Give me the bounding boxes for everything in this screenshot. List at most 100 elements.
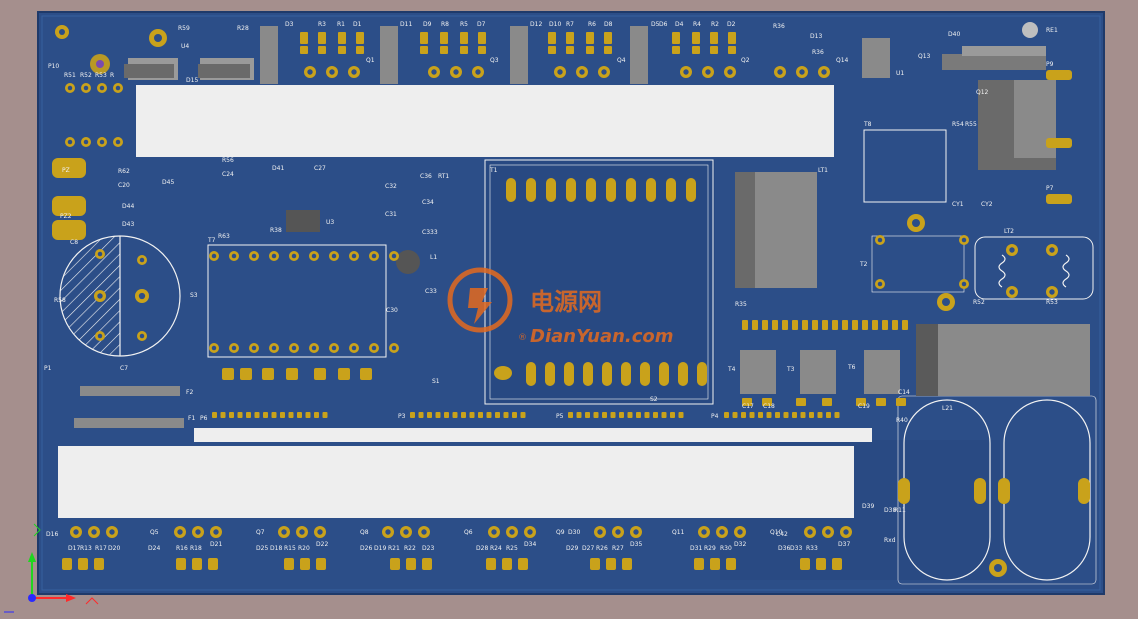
pad [783, 412, 789, 418]
label-c32: C32 [385, 183, 397, 190]
via-hole [431, 69, 437, 75]
pad [998, 478, 1010, 504]
pad [192, 558, 202, 570]
label-r33: R33 [806, 545, 818, 552]
via-hole [475, 69, 481, 75]
pad [503, 412, 509, 418]
raised-components [74, 26, 1090, 428]
via-hole [1049, 289, 1055, 295]
pad [882, 320, 888, 330]
label-q10: Q10 [770, 529, 783, 536]
pad [782, 320, 788, 330]
label-f1: F1 [188, 415, 195, 422]
pad [495, 412, 500, 418]
pad [338, 368, 350, 380]
via-hole [371, 345, 377, 351]
label-d28: D28 [476, 545, 488, 552]
label-d30: D30 [568, 529, 580, 536]
pad [590, 558, 600, 570]
via-hole [83, 85, 89, 91]
via-hole [213, 529, 219, 535]
pad [452, 412, 458, 418]
pad [586, 46, 594, 54]
pad [898, 478, 910, 504]
label-d22: D22 [316, 541, 328, 548]
pad [435, 412, 441, 418]
pad [338, 46, 346, 54]
label-r36: R36 [773, 23, 785, 30]
pad [626, 178, 636, 202]
label-r54: R54 [952, 121, 964, 128]
pad [876, 398, 886, 406]
label-d34: D34 [524, 541, 536, 548]
pad [502, 558, 512, 570]
via-hole [317, 529, 323, 535]
pad [593, 412, 599, 418]
board-cutouts [58, 85, 872, 518]
label-c7: C7 [120, 365, 128, 372]
pad [420, 46, 428, 54]
via-hole [291, 345, 297, 351]
pad [564, 362, 574, 386]
label-r62: R62 [118, 168, 130, 175]
label-cy1: CY1 [952, 201, 964, 208]
via-hole [633, 529, 639, 535]
label-r29: R29 [704, 545, 716, 552]
label-d2: D2 [727, 21, 736, 28]
label-r53a: R53 [95, 72, 107, 79]
label-q13: Q13 [918, 53, 931, 60]
via-hole [403, 529, 409, 535]
pad [872, 320, 878, 330]
pad [762, 398, 772, 406]
pad [678, 412, 684, 418]
pad [809, 412, 814, 418]
label-q1: Q1 [366, 57, 375, 64]
label-d12: D12 [530, 21, 542, 28]
transformer-t1 [484, 159, 714, 405]
label-r53b: R53 [1046, 299, 1058, 306]
via-hole [509, 529, 515, 535]
pad [566, 32, 574, 44]
watermark-cn: 电源网 [530, 288, 602, 316]
via-hole [701, 529, 707, 535]
watermark: 电源网 DianYuan.com ® [447, 267, 674, 347]
via-hole [271, 345, 277, 351]
pad [318, 46, 326, 54]
label-q5: Q5 [150, 529, 159, 536]
pad [526, 178, 536, 202]
via-hole [281, 529, 287, 535]
pad [606, 178, 616, 202]
label-d13: D13 [810, 33, 822, 40]
label-r25: R25 [506, 545, 518, 552]
via-hole [799, 69, 805, 75]
label-r17: R17 [95, 545, 107, 552]
pad [742, 320, 748, 330]
via-hole [97, 293, 103, 299]
label-r20: R20 [298, 545, 310, 552]
pad [686, 178, 696, 202]
pad [732, 412, 738, 418]
label-r59: R59 [178, 25, 190, 32]
label-q4: Q4 [617, 57, 626, 64]
via-hole [527, 529, 533, 535]
pad [548, 32, 556, 44]
pad [672, 46, 680, 54]
pad [659, 362, 669, 386]
label-d39: D39 [862, 503, 874, 510]
pad [752, 320, 758, 330]
pad [410, 412, 415, 418]
label-d23: D23 [422, 545, 434, 552]
label-d10: D10 [549, 21, 561, 28]
label-t8: T8 [863, 121, 872, 128]
via-hole [877, 281, 883, 287]
label-r4: R4 [693, 21, 701, 28]
via-hole [299, 529, 305, 535]
label-r: R [110, 72, 114, 79]
pad [832, 558, 842, 570]
top-cutout [136, 85, 834, 157]
via-hole [231, 345, 237, 351]
via-hole [843, 529, 849, 535]
via-hole [683, 69, 689, 75]
label-q14: Q14 [836, 57, 849, 64]
label-t2: T2 [859, 261, 868, 268]
